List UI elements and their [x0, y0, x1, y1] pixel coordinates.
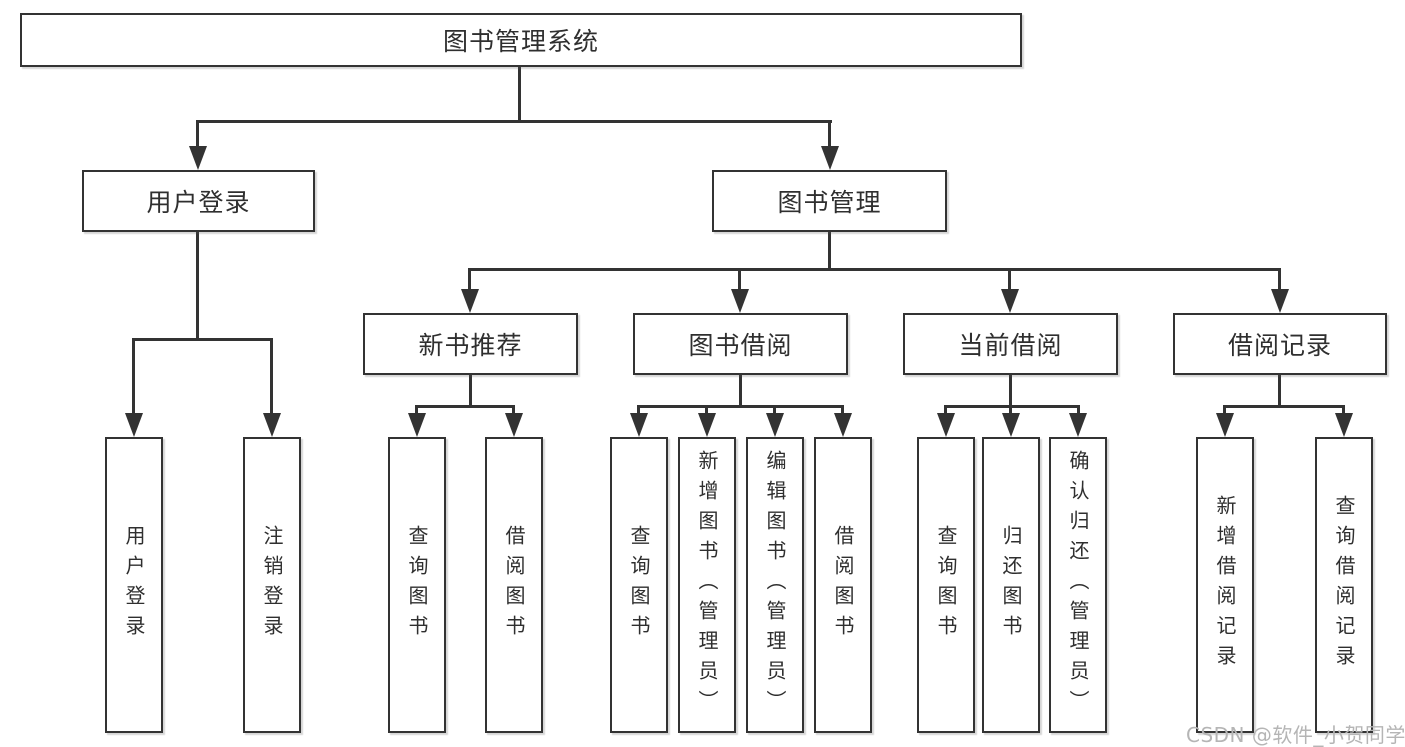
arrowhead-down [125, 413, 143, 437]
node-borrow-books: 借阅图书 [814, 437, 872, 733]
node-label: 注销登录 [260, 525, 284, 645]
node-label: 用户登录 [122, 525, 146, 645]
connector-line [415, 405, 418, 415]
connector-line [773, 405, 776, 415]
node-book-management-group: 图书管理 [712, 170, 947, 232]
arrowhead-down [263, 413, 281, 437]
node-label: 新增图书（管理员） [695, 450, 719, 720]
node-user-login: 用户登录 [105, 437, 163, 733]
connector-line [469, 375, 472, 405]
node-logout: 注销登录 [243, 437, 301, 733]
arrowhead-down [1001, 289, 1019, 313]
arrowhead-down [189, 146, 207, 170]
connector-line [468, 268, 471, 291]
connector-line [196, 120, 199, 148]
connector-line [1342, 405, 1345, 415]
node-label: 借阅图书 [502, 525, 526, 645]
connector-line [196, 232, 199, 341]
csdn-watermark: CSDN @软件_小贺同学 [1186, 723, 1405, 747]
connector-line [1008, 268, 1011, 291]
arrowhead-down [408, 413, 426, 437]
arrowhead-down [698, 413, 716, 437]
node-label: 借阅记录 [1227, 331, 1332, 360]
connector-line [1009, 405, 1012, 415]
arrowhead-down [505, 413, 523, 437]
node-label: 编辑图书（管理员） [763, 450, 787, 720]
node-confirm-return-admin: 确认归还（管理员） [1049, 437, 1107, 733]
node-label: 归还图书 [999, 525, 1023, 645]
connector-line [1278, 375, 1281, 405]
arrowhead-down [461, 289, 479, 313]
arrowhead-down [1002, 413, 1020, 437]
node-label: 确认归还（管理员） [1066, 450, 1090, 720]
arrowhead-down [834, 413, 852, 437]
connector-line [1077, 405, 1080, 415]
node-add-borrow-record: 新增借阅记录 [1196, 437, 1254, 733]
node-add-books-admin: 新增图书（管理员） [678, 437, 736, 733]
node-label: 借阅图书 [831, 525, 855, 645]
node-label: 图书管理 [777, 188, 882, 217]
node-book-borrowing: 图书借阅 [633, 313, 848, 375]
node-return-books: 归还图书 [982, 437, 1040, 733]
connector-line [944, 405, 947, 415]
connector-line [944, 405, 1080, 408]
connector-line [1009, 375, 1012, 405]
arrowhead-down [937, 413, 955, 437]
node-query-books-recommend: 查询图书 [388, 437, 446, 733]
node-label: 图书管理系统 [442, 27, 599, 56]
connector-line [468, 268, 1281, 271]
arrowhead-down [1335, 413, 1353, 437]
connector-line [196, 120, 832, 123]
connector-line [1278, 268, 1281, 291]
arrowhead-down [731, 289, 749, 313]
connector-line [841, 405, 844, 415]
connector-line [132, 338, 135, 415]
arrowhead-down [630, 413, 648, 437]
arrowhead-down [766, 413, 784, 437]
connector-line [1223, 405, 1345, 408]
node-label: 新书推荐 [418, 331, 523, 360]
node-label: 查询图书 [934, 525, 958, 645]
node-edit-books-admin: 编辑图书（管理员） [746, 437, 804, 733]
connector-line [132, 338, 273, 341]
node-borrowing-records: 借阅记录 [1173, 313, 1387, 375]
connector-line [518, 67, 521, 123]
connector-line [415, 405, 515, 408]
arrowhead-down [1069, 413, 1087, 437]
connector-line [637, 405, 844, 408]
connector-line [738, 268, 741, 291]
node-label: 用户登录 [146, 188, 251, 217]
connector-line [637, 405, 640, 415]
arrowhead-down [821, 146, 839, 170]
arrowhead-down [1216, 413, 1234, 437]
node-query-books-borrowing: 查询图书 [610, 437, 668, 733]
node-new-book-recommendation: 新书推荐 [363, 313, 578, 375]
node-user-login-group: 用户登录 [82, 170, 315, 232]
connector-line [705, 405, 708, 415]
connector-line [739, 375, 742, 405]
node-label: 查询图书 [405, 525, 429, 645]
node-label: 查询借阅记录 [1332, 495, 1356, 675]
node-label: 图书借阅 [688, 331, 793, 360]
node-library-management-system: 图书管理系统 [20, 13, 1022, 67]
connector-line [270, 338, 273, 415]
connector-line [828, 120, 831, 148]
node-query-borrow-record: 查询借阅记录 [1315, 437, 1373, 733]
node-label: 新增借阅记录 [1213, 495, 1237, 675]
connector-line [1223, 405, 1226, 415]
connector-line [828, 232, 831, 271]
node-current-borrowing: 当前借阅 [903, 313, 1118, 375]
node-borrow-books-recommend: 借阅图书 [485, 437, 543, 733]
node-label: 查询图书 [627, 525, 651, 645]
node-query-books-current: 查询图书 [917, 437, 975, 733]
arrowhead-down [1271, 289, 1289, 313]
connector-line [512, 405, 515, 415]
node-label: 当前借阅 [958, 331, 1063, 360]
